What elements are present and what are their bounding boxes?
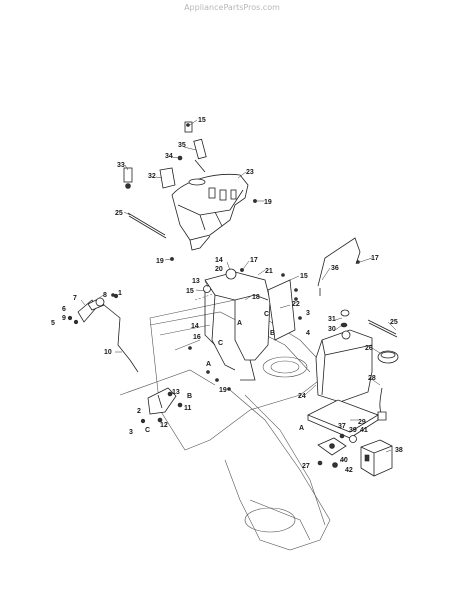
callout-8: 8 [103, 292, 107, 299]
callout-28: 28 [368, 375, 376, 382]
callout-33: 33 [117, 162, 125, 169]
callout-11: 11 [184, 405, 192, 412]
callout-14: 14 [191, 323, 199, 330]
callout-7: 7 [73, 295, 77, 302]
callout-31: 31 [328, 316, 336, 323]
fuel-hose [377, 387, 387, 421]
callout-21: 21 [265, 268, 273, 275]
ref-letter-b: B [187, 393, 192, 400]
callout-20: 20 [215, 266, 223, 273]
callout-42: 42 [345, 467, 353, 474]
callout-4: 4 [306, 330, 310, 337]
callout-17: 17 [371, 255, 379, 262]
callout-13: 13 [192, 278, 200, 285]
callout-41: 41 [360, 427, 368, 434]
callout-19: 19 [264, 199, 272, 206]
callout-32: 32 [148, 173, 156, 180]
ref-letter-a: A [206, 361, 211, 368]
callout-3: 3 [129, 429, 133, 436]
callout-5: 5 [51, 320, 55, 327]
fuel-line-bracket [317, 237, 361, 296]
callout-1: 1 [118, 290, 122, 297]
ref-letter-b: B [270, 330, 275, 337]
callout-23: 23 [246, 169, 254, 176]
rod-left [127, 212, 167, 239]
callout-27: 27 [302, 463, 310, 470]
callout-40: 40 [340, 457, 348, 464]
callout-2: 2 [137, 408, 141, 415]
callout-16: 16 [193, 334, 201, 341]
callout-38: 38 [395, 447, 403, 454]
lift-linkage [67, 293, 139, 373]
watermark-text: AppliancePartsPros.com [184, 3, 280, 12]
fuel-tank [315, 329, 373, 403]
callout-37: 37 [338, 423, 346, 430]
callout-39: 39 [349, 427, 357, 434]
callout-17: 17 [250, 257, 258, 264]
callout-10: 10 [104, 349, 112, 356]
callout-25: 25 [390, 319, 398, 326]
callout-22: 22 [292, 301, 300, 308]
ref-letter-a: A [299, 425, 304, 432]
callout-26: 26 [365, 345, 373, 352]
callout-12: 12 [160, 422, 168, 429]
callout-14: 14 [215, 257, 223, 264]
fuel-cap [377, 350, 399, 364]
callout-24: 24 [298, 393, 306, 400]
callout-36: 36 [331, 265, 339, 272]
callout-15: 15 [186, 288, 194, 295]
dash-panel [171, 174, 249, 251]
callout-18: 18 [252, 294, 260, 301]
reference-letters: A A B B C C C A [145, 311, 304, 434]
callout-15: 15 [198, 117, 206, 124]
callout-19: 19 [156, 258, 164, 265]
tractor-frame [119, 284, 331, 551]
callout-25: 25 [115, 210, 123, 217]
callout-15: 15 [300, 273, 308, 280]
callout-13: 13 [172, 389, 180, 396]
clip-part [123, 167, 133, 189]
leader-lines [80, 119, 397, 463]
ignition-switch [184, 121, 207, 173]
callout-19: 19 [219, 387, 227, 394]
ref-letter-a: A [237, 320, 242, 327]
ref-letter-c: C [264, 311, 269, 318]
callout-6: 6 [62, 306, 66, 313]
fasteners [111, 199, 360, 391]
pedal-assembly [140, 387, 183, 424]
callout-29: 29 [358, 419, 366, 426]
ref-letter-c: C [145, 427, 150, 434]
callout-9: 9 [62, 315, 66, 322]
callout-30: 30 [328, 326, 336, 333]
fuel-filter-assembly [317, 433, 393, 477]
choke-knob [159, 155, 183, 189]
callout-3: 3 [306, 310, 310, 317]
callout-35: 35 [178, 142, 186, 149]
ref-letter-c: C [218, 340, 223, 347]
callout-34: 34 [165, 153, 173, 160]
dash-support [203, 268, 296, 381]
callout-labels: 15 35 34 33 32 23 19 25 19 14 20 17 13 2… [51, 117, 403, 474]
fuel-gauge [340, 309, 350, 328]
rod-right [367, 319, 398, 338]
